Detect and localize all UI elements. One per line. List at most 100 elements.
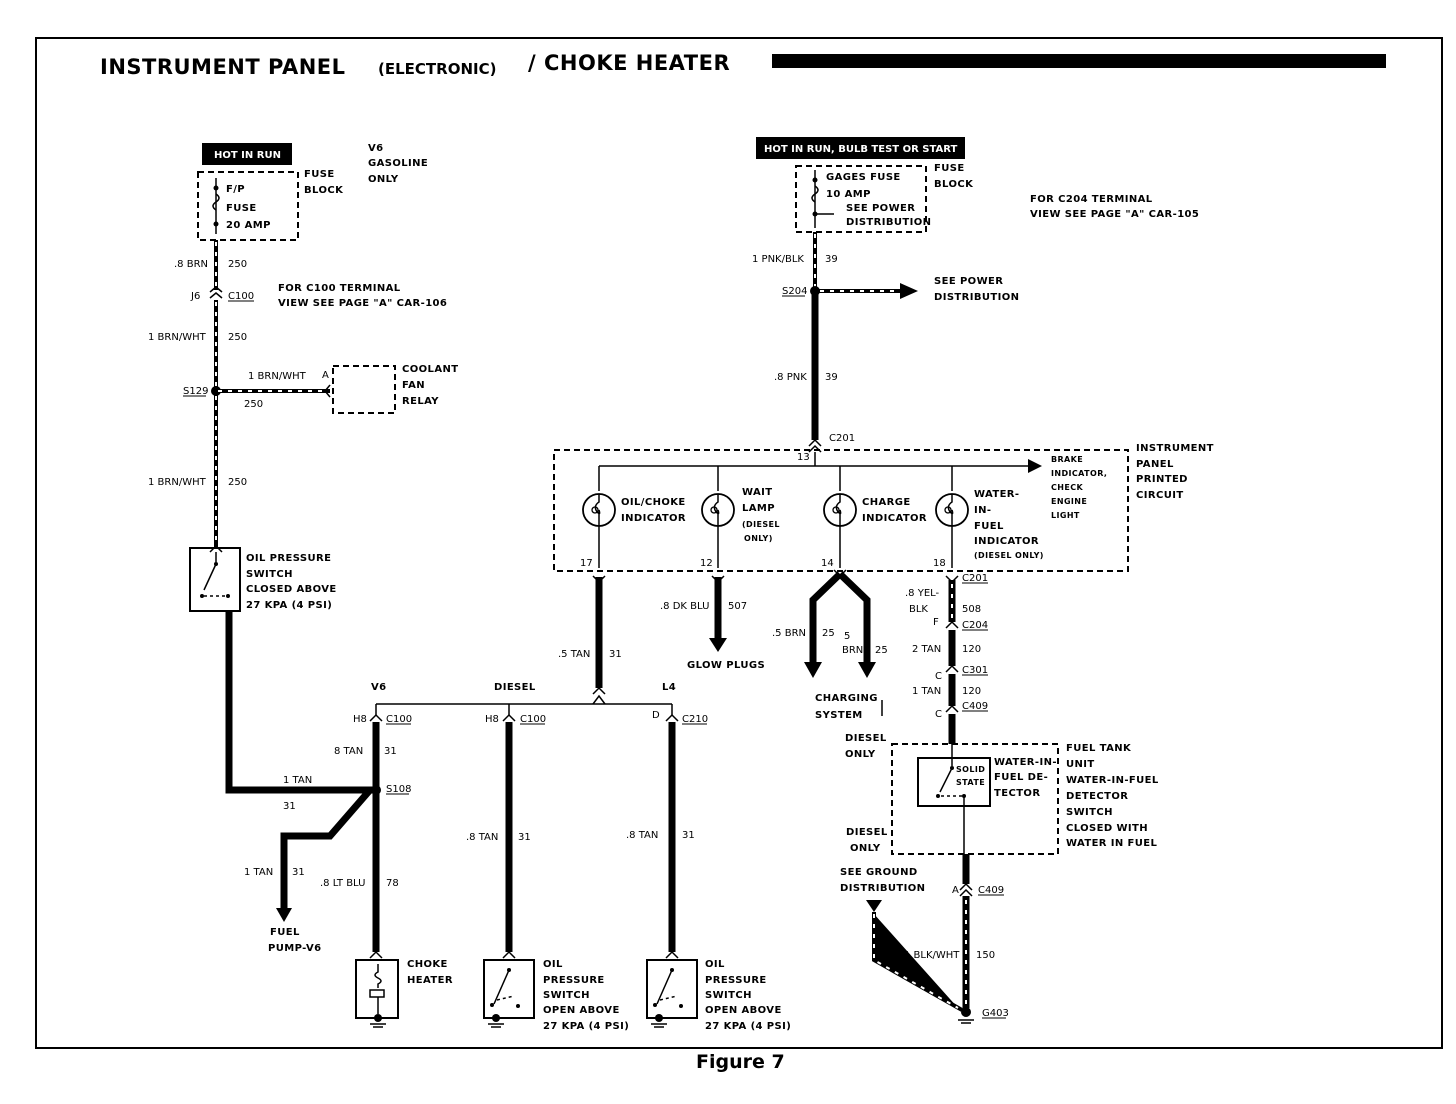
ground-g403-label: G403 bbox=[982, 1008, 1009, 1019]
title-bar bbox=[772, 54, 1386, 68]
oil-choke-label-2: INDICATOR bbox=[621, 513, 686, 524]
fp-fuse-word: FUSE bbox=[226, 203, 257, 214]
fuel-pump-label-1: FUEL bbox=[270, 927, 300, 938]
l4-switch-label-2: PRESSURE bbox=[705, 975, 767, 986]
c100-label: C100 bbox=[228, 291, 254, 302]
charging-wire-b-gauge-1: 5 bbox=[844, 631, 850, 642]
brake-label-5: LIGHT bbox=[1051, 511, 1080, 520]
v6-c100-label: C100 bbox=[386, 714, 412, 725]
pnk-blk-gauge: 1 PNK/BLK bbox=[752, 254, 804, 265]
diesel-c100-label: C100 bbox=[520, 714, 546, 725]
title-main: INSTRUMENT PANEL bbox=[100, 55, 346, 79]
diagram-title: INSTRUMENT PANEL (ELECTRONIC) / CHOKE HE… bbox=[100, 51, 1386, 79]
fp-fuse-block bbox=[197, 171, 299, 241]
detector-label-2: FUEL DE- bbox=[994, 772, 1048, 783]
tan1-gauge: 1 TAN bbox=[912, 686, 941, 697]
relay-label-2: FAN bbox=[402, 380, 425, 391]
c201-pin14-connector bbox=[833, 569, 847, 578]
c100-connector bbox=[209, 286, 223, 293]
choke-heater bbox=[355, 959, 399, 1019]
oil-choke-label-1: OIL/CHOKE bbox=[621, 497, 686, 508]
ipc-label-3: PRINTED bbox=[1136, 474, 1188, 485]
l4-c210-label: C210 bbox=[682, 714, 708, 725]
l4-wire-circuit: 31 bbox=[682, 830, 695, 841]
fp-fuse-amp: 20 AMP bbox=[226, 220, 271, 231]
diagram-frame bbox=[35, 37, 1443, 1049]
hot-in-run-box bbox=[202, 143, 292, 165]
gages-fuse-amp: 10 AMP bbox=[826, 189, 871, 200]
glow-plugs-label: GLOW PLUGS bbox=[687, 660, 765, 671]
coolant-fan-relay bbox=[332, 365, 396, 414]
l4-switch-label-3: SWITCH bbox=[705, 990, 752, 1001]
fuel-tank-label-3: WATER-IN-FUEL bbox=[1066, 775, 1159, 786]
choke-heater-label-2: HEATER bbox=[407, 975, 453, 986]
c204-pin: F bbox=[933, 617, 939, 628]
fuel-tank-unit bbox=[891, 743, 1059, 855]
diesel-only-2: ONLY bbox=[845, 749, 876, 760]
c201-bottom-label: C201 bbox=[962, 573, 988, 584]
wire-tan-circuit: 31 bbox=[283, 801, 296, 812]
fuel-tank-label-1: FUEL TANK bbox=[1066, 743, 1132, 754]
diesel-switch-label-5: 27 KPA (4 PSI) bbox=[543, 1021, 629, 1032]
diesel-switch-label-3: SWITCH bbox=[543, 990, 590, 1001]
see-power-1: SEE POWER bbox=[934, 276, 1003, 287]
wif-label-5: (DIESEL ONLY) bbox=[974, 551, 1044, 560]
c204-note-1: FOR C204 TERMINAL bbox=[1030, 194, 1153, 205]
oil-pressure-switch-v6 bbox=[189, 547, 241, 612]
splice-s204-label: S204 bbox=[782, 286, 807, 297]
charge-label-1: CHARGE bbox=[862, 497, 911, 508]
ipc-pin-13: 13 bbox=[797, 452, 810, 463]
choke-wire-gauge: .8 LT BLU bbox=[320, 878, 365, 889]
diesel-c100-connector bbox=[502, 713, 516, 722]
solid-state-2: STATE bbox=[956, 778, 985, 787]
detector-label-1: WATER-IN- bbox=[994, 757, 1057, 768]
diesel-c100-pin: H8 bbox=[485, 714, 499, 725]
fan-relay-wire-gauge: 1 BRN/WHT bbox=[248, 371, 307, 382]
hot-bulb-label: HOT IN RUN, BULB TEST OR START bbox=[764, 144, 958, 155]
blk-wht-circuit: 150 bbox=[976, 950, 995, 961]
wire-charging-brn-a bbox=[809, 571, 843, 664]
v6-header: V6 bbox=[371, 682, 387, 693]
diesel-header: DIESEL bbox=[494, 682, 536, 693]
fuel-tank-label-2: UNIT bbox=[1066, 759, 1095, 770]
glow-wire-gauge: .8 DK BLU bbox=[660, 601, 709, 612]
c301-pin: C bbox=[935, 671, 942, 682]
ipc-label-1: INSTRUMENT bbox=[1136, 443, 1214, 454]
ipc-pin-12: 12 bbox=[700, 558, 713, 569]
splice-s108-label: S108 bbox=[386, 784, 411, 795]
v6-wire-circuit: 31 bbox=[384, 746, 397, 757]
diesel-switch-label-4: OPEN ABOVE bbox=[543, 1005, 620, 1016]
charging-wire-a-gauge: .5 BRN bbox=[772, 628, 806, 639]
ops-label-4: 27 KPA (4 PSI) bbox=[246, 600, 332, 611]
fuse-block-label-1: FUSE bbox=[304, 169, 335, 180]
v6-note-line1: V6 bbox=[368, 143, 384, 154]
wif-label-2: IN- bbox=[974, 505, 991, 516]
wif-label-4: INDICATOR bbox=[974, 536, 1039, 547]
wire-brnwht-b-circuit: 250 bbox=[228, 477, 247, 488]
c409-top-connector bbox=[945, 704, 959, 713]
c409-bottom-label: C409 bbox=[978, 885, 1004, 896]
middle-section: DIESEL H8 C100 .8 TAN 31 OIL PRESSURE SW… bbox=[375, 571, 888, 1032]
diesel-switch-label-2: PRESSURE bbox=[543, 975, 605, 986]
charging-wire-b-gauge-2: BRN bbox=[842, 645, 863, 656]
charge-label-2: INDICATOR bbox=[862, 513, 927, 524]
fuse-block-r-2: BLOCK bbox=[934, 179, 974, 190]
ipc-pin-14: 14 bbox=[821, 558, 834, 569]
fuse-block-label-2: BLOCK bbox=[304, 185, 344, 196]
detector-label-3: TECTOR bbox=[994, 788, 1040, 799]
tan2-gauge: 2 TAN bbox=[912, 644, 941, 655]
wire-tan-gauge: 1 TAN bbox=[283, 775, 312, 786]
c409-top-label: C409 bbox=[962, 701, 988, 712]
c409-top-pin: C bbox=[935, 709, 942, 720]
yel-blk-gauge-2: BLK bbox=[909, 604, 928, 615]
pump-wire-gauge: 1 TAN bbox=[244, 867, 273, 878]
charging-wire-a-circuit: 25 bbox=[822, 628, 835, 639]
title-rest: / CHOKE HEATER bbox=[528, 51, 730, 75]
diesel-wire-circuit: 31 bbox=[518, 832, 531, 843]
gages-fuse-name: GAGES FUSE bbox=[826, 172, 901, 183]
yel-blk-circuit: 508 bbox=[962, 604, 981, 615]
wire-tan-31 bbox=[225, 611, 376, 794]
yel-blk-gauge-1: .8 YEL- bbox=[905, 588, 940, 599]
fuel-tank-label-4: DETECTOR bbox=[1066, 791, 1128, 802]
